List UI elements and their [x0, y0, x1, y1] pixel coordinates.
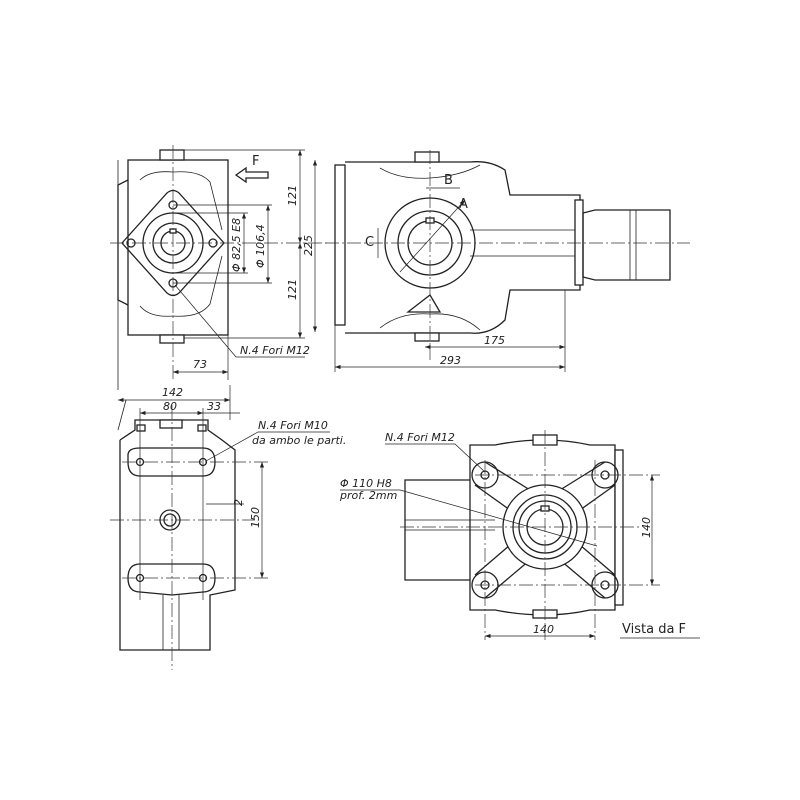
view-front-flange: F 121 121 225 Φ 82,5 E8 Φ 106,4 73 N.4 F…	[110, 145, 330, 390]
view-direction-arrow-icon	[234, 166, 269, 184]
dim-gap: 2	[232, 499, 245, 506]
dim-horizontal: 140	[533, 623, 554, 636]
dim-offset: 73	[193, 358, 207, 371]
dim-height: 150	[249, 507, 262, 528]
view-top: 142 80 33 150 2 N.4 Fori M10 da ambo le …	[110, 385, 346, 670]
label-c: C	[365, 235, 374, 250]
dim-total: 225	[302, 235, 315, 256]
dim-upper: 121	[286, 185, 299, 206]
side-flange-plate	[334, 164, 346, 326]
view-caption: Vista da F	[622, 622, 686, 637]
dim-width: 142	[162, 386, 183, 399]
spigot-note: Φ 110 H8	[340, 477, 392, 490]
holes-note-2: da ambo le parti.	[252, 434, 346, 447]
bottom-plug	[159, 334, 185, 344]
top-plug	[159, 149, 185, 161]
direction-label: F	[252, 154, 259, 169]
view-side: A B C 175 293	[325, 150, 690, 372]
label-b: B	[444, 173, 453, 188]
holes-note: N.4 Fori M12	[385, 431, 455, 444]
dim-pilot-diameter: Φ 82,5 E8	[230, 218, 243, 272]
dim-bolt-circle: Φ 106,4	[254, 224, 267, 268]
dim-edge: 33	[207, 400, 221, 413]
dim-shaft: 175	[484, 334, 505, 347]
dim-lower: 121	[286, 279, 299, 300]
holes-note: N.4 Fori M12	[240, 344, 310, 357]
dim-holes: 80	[163, 400, 177, 413]
rating-plate	[406, 294, 442, 313]
holes-note: N.4 Fori M10	[258, 419, 328, 432]
dim-vertical: 140	[640, 517, 653, 538]
label-a: A	[459, 197, 468, 212]
output-coupling	[582, 209, 671, 281]
dim-overall: 293	[440, 354, 461, 367]
view-from-f: 140 140 Vista da F N.4 Fori M12 Φ 110 H8…	[339, 430, 700, 640]
spigot-depth: prof. 2mm	[339, 489, 397, 502]
